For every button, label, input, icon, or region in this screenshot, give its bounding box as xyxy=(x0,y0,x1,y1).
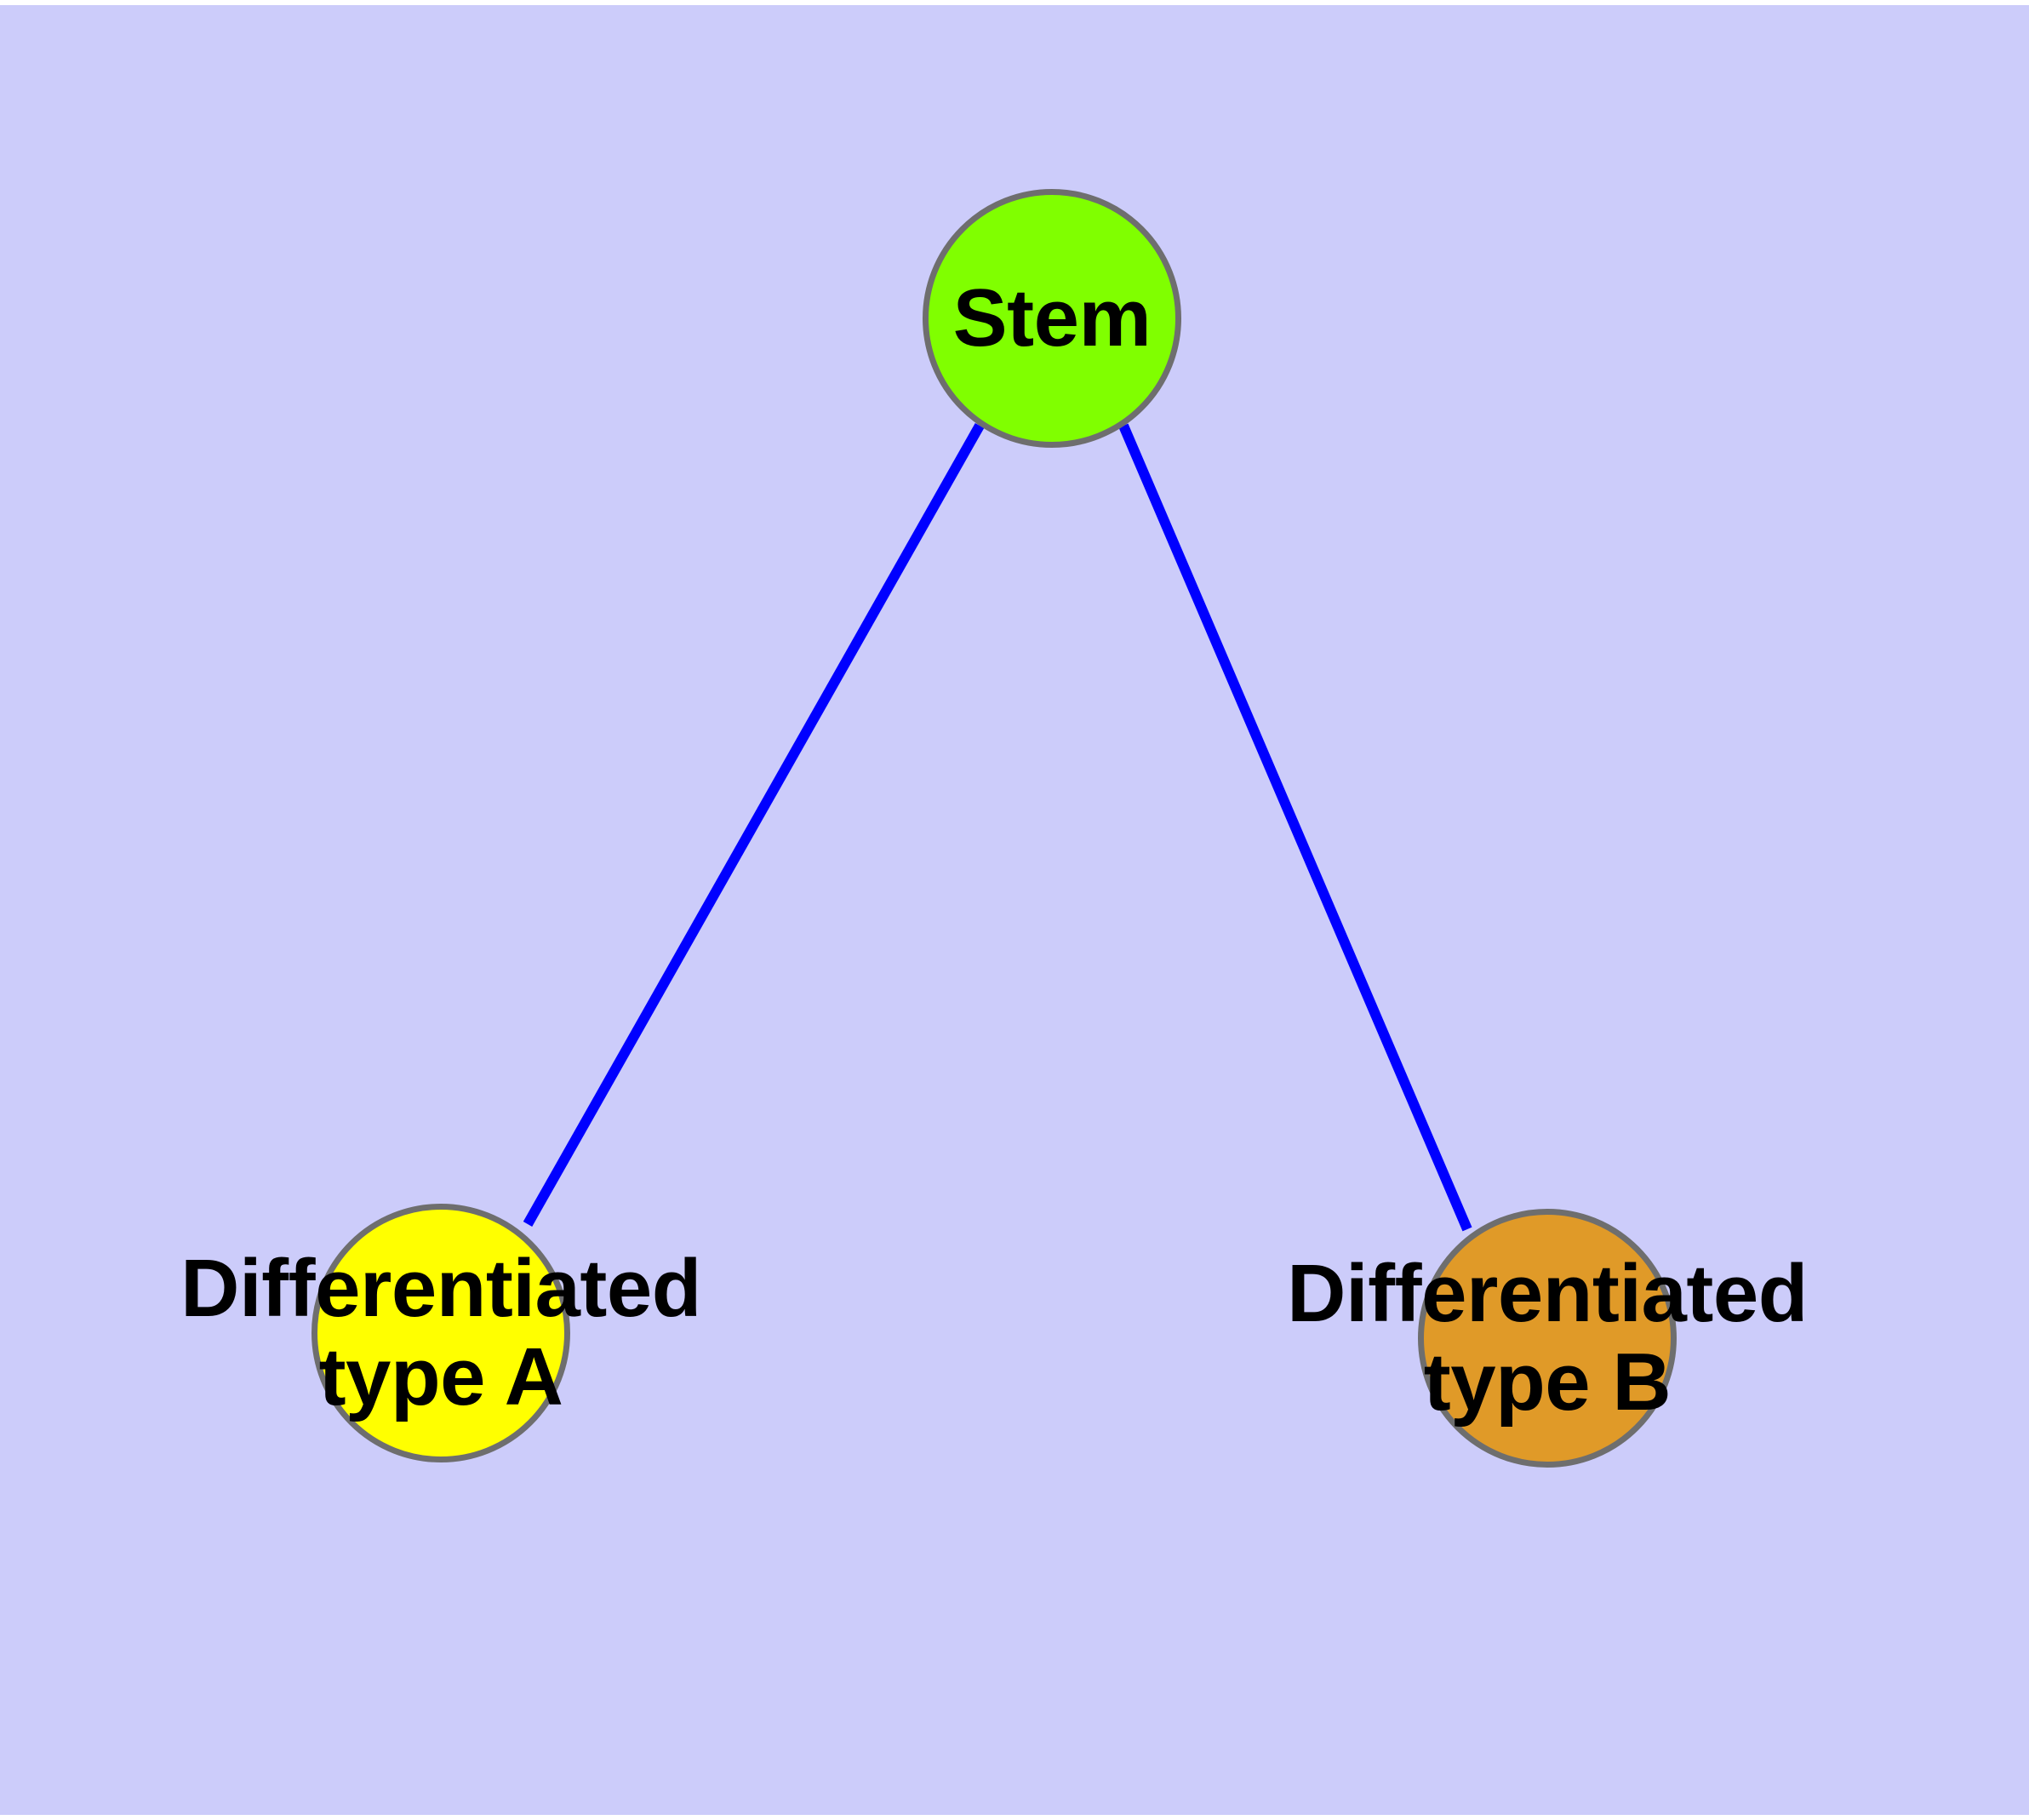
edges-group xyxy=(523,423,1472,1232)
graph-node-stem[interactable]: Stem xyxy=(923,189,1181,448)
node-label-line: type B xyxy=(1423,1336,1672,1428)
node-circle-stem[interactable] xyxy=(923,189,1181,448)
node-label-line: type A xyxy=(318,1331,563,1422)
graph-edge-stem-to-diff_b[interactable] xyxy=(1118,423,1472,1232)
node-circle-diff_a[interactable] xyxy=(311,1204,570,1462)
node-label-stem: Stem xyxy=(953,274,1152,363)
node-label-line: Differentiated xyxy=(180,1243,701,1335)
node-circle-diff_b[interactable] xyxy=(1418,1209,1677,1468)
node-label-line: Differentiated xyxy=(1287,1248,1808,1340)
node-label-line: Stem xyxy=(952,272,1152,364)
graph-edge-stem-to-diff_a[interactable] xyxy=(523,423,985,1227)
